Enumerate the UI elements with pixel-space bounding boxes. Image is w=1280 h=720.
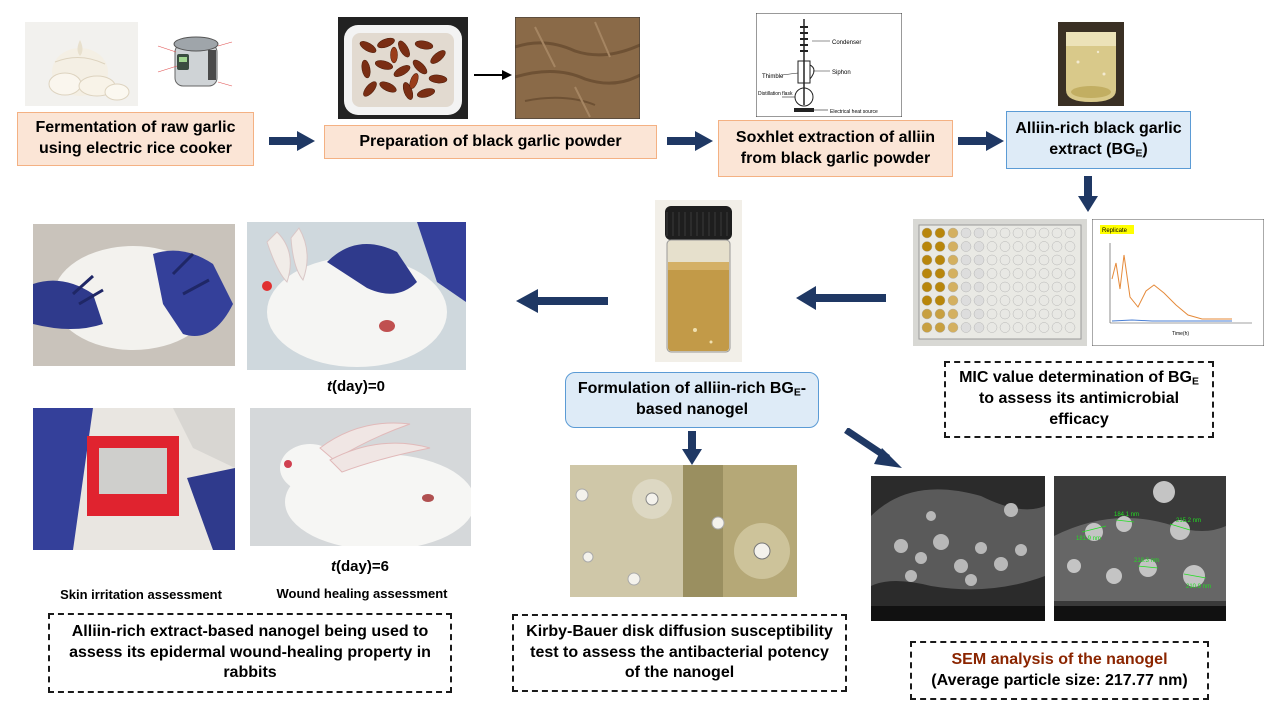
step-fermentation-text: Fermentation of raw garlic using electri… bbox=[35, 119, 236, 157]
arrow-right-1 bbox=[269, 131, 315, 151]
step-extract-box: Alliin-rich black garlic extract (BGE) bbox=[1006, 111, 1191, 169]
rice-cooker-photo bbox=[150, 22, 240, 106]
garlic-photo bbox=[25, 22, 138, 106]
nanogel-box: Formulation of alliin-rich BGE-based nan… bbox=[565, 372, 819, 428]
sem-measure-3: 218.3 nm bbox=[1134, 558, 1159, 564]
mic-graph-label: Replicate bbox=[1102, 228, 1128, 234]
arrow-down-extract bbox=[1078, 176, 1098, 212]
arrow-down-kirby bbox=[682, 431, 702, 465]
sem-subtitle: (Average particle size: 217.77 nm) bbox=[931, 671, 1188, 689]
sem-image-2: 181.9 nm 184.1 nm 215.2 nm 218.3 nm 210.… bbox=[1054, 476, 1226, 621]
day6-label: t(day)=6 bbox=[331, 558, 389, 575]
arrow-left-to-wound bbox=[516, 289, 608, 313]
black-garlic-cloves-photo bbox=[338, 17, 468, 119]
kirby-box: Kirby-Bauer disk diffusion susceptibilit… bbox=[512, 614, 847, 692]
black-garlic-powder-photo bbox=[515, 17, 640, 119]
wound-healing-label: Wound healing assessment bbox=[276, 586, 448, 601]
extract-vial-photo bbox=[1058, 22, 1124, 106]
sem-measure-5: 215.2 nm bbox=[1176, 518, 1201, 524]
wound-summary-text: Alliin-rich extract-based nanogel being … bbox=[69, 622, 431, 682]
arrow-diagonal-sem bbox=[844, 428, 902, 468]
step-powder-text: Preparation of black garlic powder bbox=[359, 132, 622, 150]
sem-box: SEM analysis of the nanogel (Average par… bbox=[910, 641, 1209, 700]
soxhlet-diagram: Condenser Siphon Thimble Distillation fl… bbox=[756, 13, 902, 117]
microplate-photo bbox=[913, 219, 1087, 346]
mic-graph: Replicate Time(h) bbox=[1092, 219, 1264, 346]
arrow-right-3 bbox=[958, 131, 1004, 151]
kirby-bauer-photo bbox=[570, 465, 797, 597]
nanogel-jar-photo bbox=[655, 200, 742, 362]
soxhlet-label-condenser: Condenser bbox=[832, 40, 861, 46]
wound-summary-box: Alliin-rich extract-based nanogel being … bbox=[48, 613, 452, 693]
nanogel-text: Formulation of alliin-rich BGE-based nan… bbox=[577, 380, 807, 419]
soxhlet-label-flask: Distillation flask bbox=[758, 91, 793, 97]
soxhlet-label-thimble: Thimble bbox=[762, 74, 784, 80]
small-black-arrow bbox=[474, 68, 512, 82]
mic-box: MIC value determination of BGE to assess… bbox=[944, 361, 1214, 438]
step-soxhlet-box: Soxhlet extraction of alliin from black … bbox=[718, 120, 953, 177]
rabbit-skin-patch-photo bbox=[33, 408, 235, 550]
skin-irritation-label: Skin irritation assessment bbox=[60, 587, 222, 602]
step-fermentation-box: Fermentation of raw garlic using electri… bbox=[17, 112, 254, 166]
rabbit-gloved-hands-photo bbox=[33, 224, 235, 366]
sem-measure-1: 181.9 nm bbox=[1076, 536, 1101, 542]
step-extract-text: Alliin-rich black garlic extract (BGE) bbox=[1015, 120, 1182, 160]
rabbit-day0-photo bbox=[247, 222, 466, 370]
day0-label: t(day)=0 bbox=[327, 378, 385, 395]
sem-measure-4: 210.9 nm bbox=[1186, 584, 1211, 590]
arrow-left-to-nanogel bbox=[796, 286, 886, 310]
sem-measure-2: 184.1 nm bbox=[1114, 512, 1139, 518]
mic-graph-xaxis: Time(h) bbox=[1172, 331, 1189, 337]
soxhlet-label-siphon: Siphon bbox=[832, 70, 851, 76]
step-powder-box: Preparation of black garlic powder bbox=[324, 125, 657, 159]
sem-image-1 bbox=[871, 476, 1045, 621]
step-soxhlet-text: Soxhlet extraction of alliin from black … bbox=[735, 128, 936, 167]
sem-title: SEM analysis of the nanogel bbox=[951, 650, 1168, 668]
soxhlet-label-heat: Electrical heat source bbox=[830, 109, 878, 115]
arrow-right-2 bbox=[667, 131, 713, 151]
rabbit-day6-photo bbox=[250, 408, 471, 546]
kirby-text: Kirby-Bauer disk diffusion susceptibilit… bbox=[526, 622, 833, 682]
mic-text: MIC value determination of BGE to assess… bbox=[959, 369, 1199, 429]
